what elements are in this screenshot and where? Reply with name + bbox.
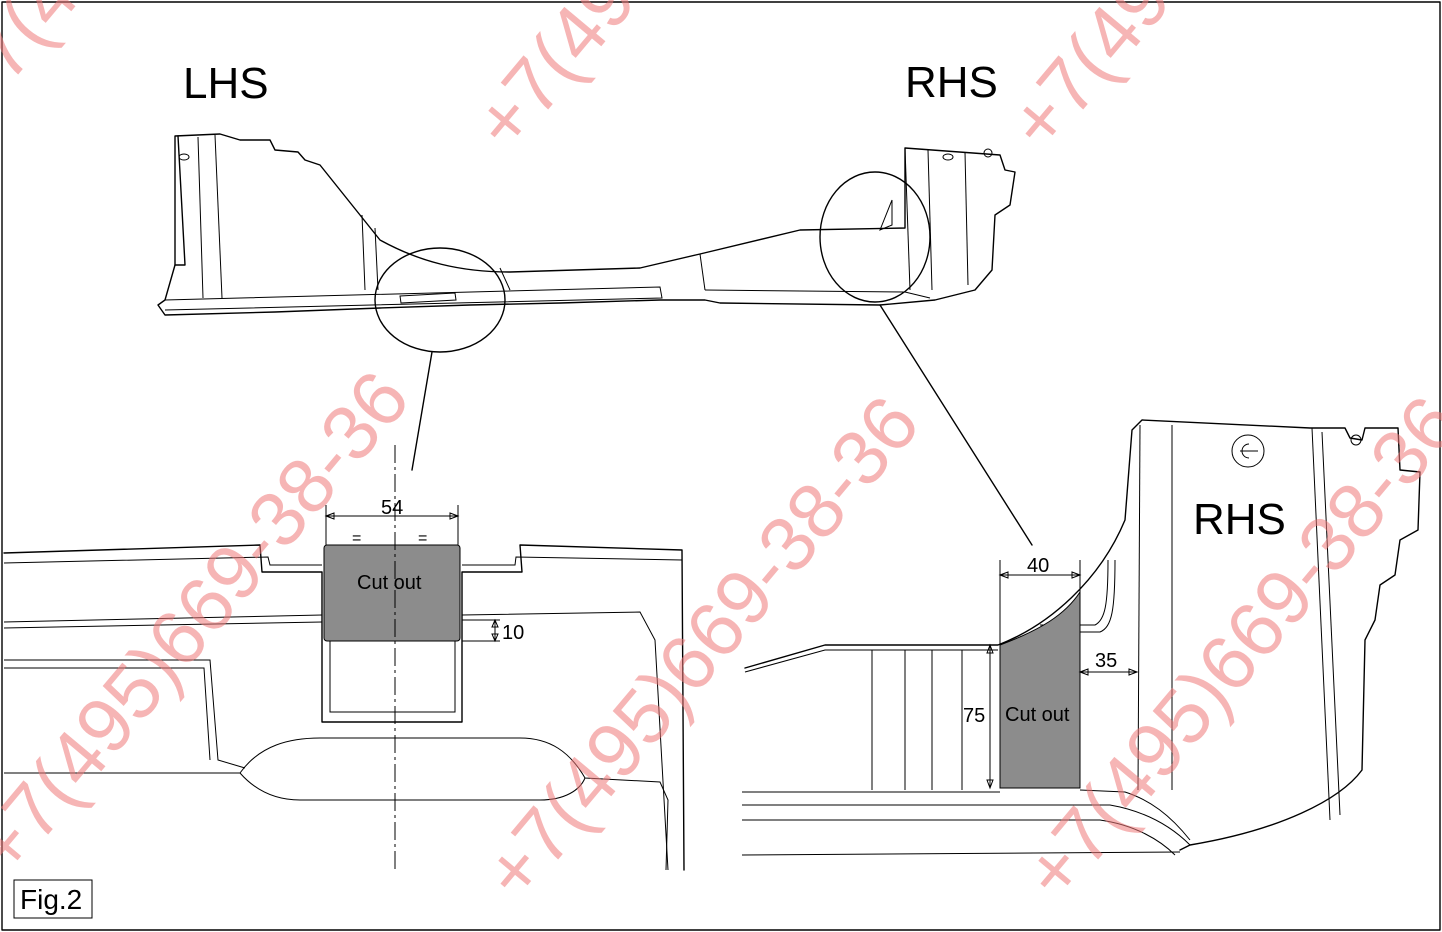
rhs-detail: Cut out 40 35 75: [741, 419, 1421, 856]
dimension-54-label: 54: [381, 497, 403, 519]
rhs-cutout-label: Cut out: [1005, 704, 1070, 726]
detail-circle-rhs: [819, 171, 931, 303]
lhs-cutout-area: [323, 544, 461, 642]
rhs-title: RHS: [905, 58, 998, 107]
detail-circle-lhs: [374, 247, 506, 353]
equal-mark-left: =: [352, 530, 361, 547]
watermark-text: +7(495)669-38-36: [466, 379, 936, 916]
figure-label-box: [13, 879, 93, 919]
dimension-35-label: 35: [1095, 650, 1117, 672]
watermark-text: +7(495)669-38-36: [456, 0, 926, 166]
equal-mark-right: =: [418, 530, 427, 547]
rhs-detail-title: RHS: [1193, 495, 1286, 544]
lhs-detail: Cut out 54 = = 10: [3, 445, 685, 872]
component-overview: [157, 133, 1033, 546]
lhs-cutout-label: Cut out: [357, 572, 422, 594]
leader-line-lhs: [411, 351, 433, 471]
watermark-text: +7(495)669-38-36: [991, 0, 1442, 166]
figure-label: Fig.2: [20, 884, 82, 915]
leader-line-rhs: [879, 304, 1033, 546]
rhs-cutout-area: [999, 590, 1081, 789]
dimension-40-label: 40: [1027, 555, 1049, 577]
lhs-title: LHS: [183, 59, 269, 108]
dimension-75-label: 75: [963, 705, 985, 727]
dimension-10-label: 10: [502, 622, 524, 644]
